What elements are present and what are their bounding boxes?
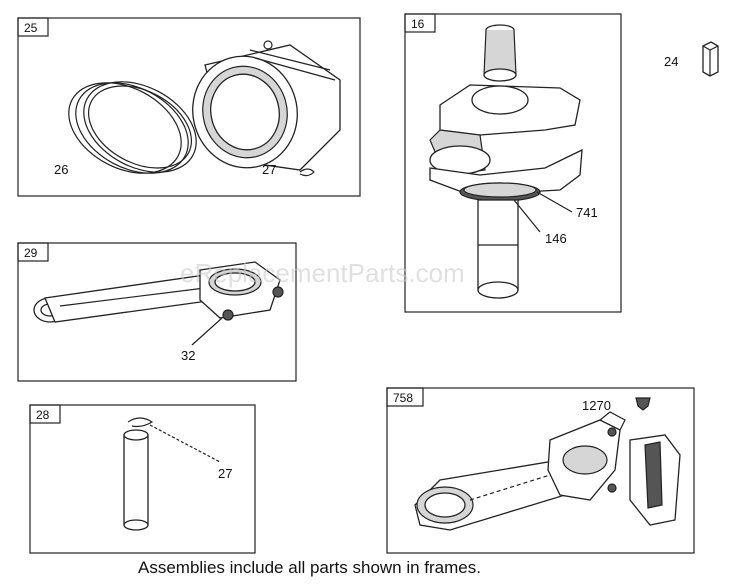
frame-758-label: 758 xyxy=(393,391,413,405)
frame-16-label: 16 xyxy=(411,17,425,31)
watermark: eReplacementParts.com xyxy=(180,258,465,288)
rod-assembly-illustration xyxy=(414,411,681,531)
part-24-key: 24 xyxy=(664,41,719,77)
piston-illustration xyxy=(192,40,341,171)
piston-rings-illustration xyxy=(68,81,197,174)
frame-16-tag xyxy=(404,13,436,33)
wrist-pin-illustration xyxy=(123,429,149,531)
part-label-26: 26 xyxy=(54,162,68,177)
frame-28: 28 27 xyxy=(29,404,256,554)
part-label-27-piston: 27 xyxy=(262,162,276,177)
part-label-27-pin: 27 xyxy=(218,466,232,481)
frame-758: 758 1270 xyxy=(386,387,695,554)
part-label-741: 741 xyxy=(576,205,598,220)
frame-25-border xyxy=(17,17,361,197)
frame-16-border xyxy=(404,13,622,313)
frame-25-tag xyxy=(17,17,49,37)
frame-29-border xyxy=(17,242,297,382)
frame-16: 16 741 146 xyxy=(404,13,622,313)
part-label-1270: 1270 xyxy=(582,398,611,413)
frame-25-label: 25 xyxy=(24,21,38,35)
frame-758-border xyxy=(386,387,695,554)
frame-29: 29 32 xyxy=(17,242,297,382)
frame-28-label: 28 xyxy=(36,408,50,422)
frame-29-tag xyxy=(17,242,49,262)
piston-clip-illustration xyxy=(299,168,315,177)
connecting-rod-illustration xyxy=(33,261,284,323)
frame-29-label: 29 xyxy=(24,246,38,260)
part-label-146: 146 xyxy=(545,231,567,246)
frame-25: 25 26 27 xyxy=(17,17,361,197)
leader-146 xyxy=(513,199,541,233)
part-label-32: 32 xyxy=(181,348,195,363)
frame-758-tag xyxy=(386,387,424,407)
pin-clip-illustration xyxy=(127,417,154,428)
caption: Assemblies include all parts shown in fr… xyxy=(138,558,481,577)
frame-28-tag xyxy=(29,404,61,424)
part-label-24: 24 xyxy=(664,54,678,69)
crankshaft-illustration xyxy=(429,24,583,299)
leader-27-pin xyxy=(149,424,221,463)
leader-741 xyxy=(536,191,573,213)
leader-32 xyxy=(191,317,223,346)
frame-28-border xyxy=(29,404,256,554)
screw-1270-illustration xyxy=(635,397,651,411)
